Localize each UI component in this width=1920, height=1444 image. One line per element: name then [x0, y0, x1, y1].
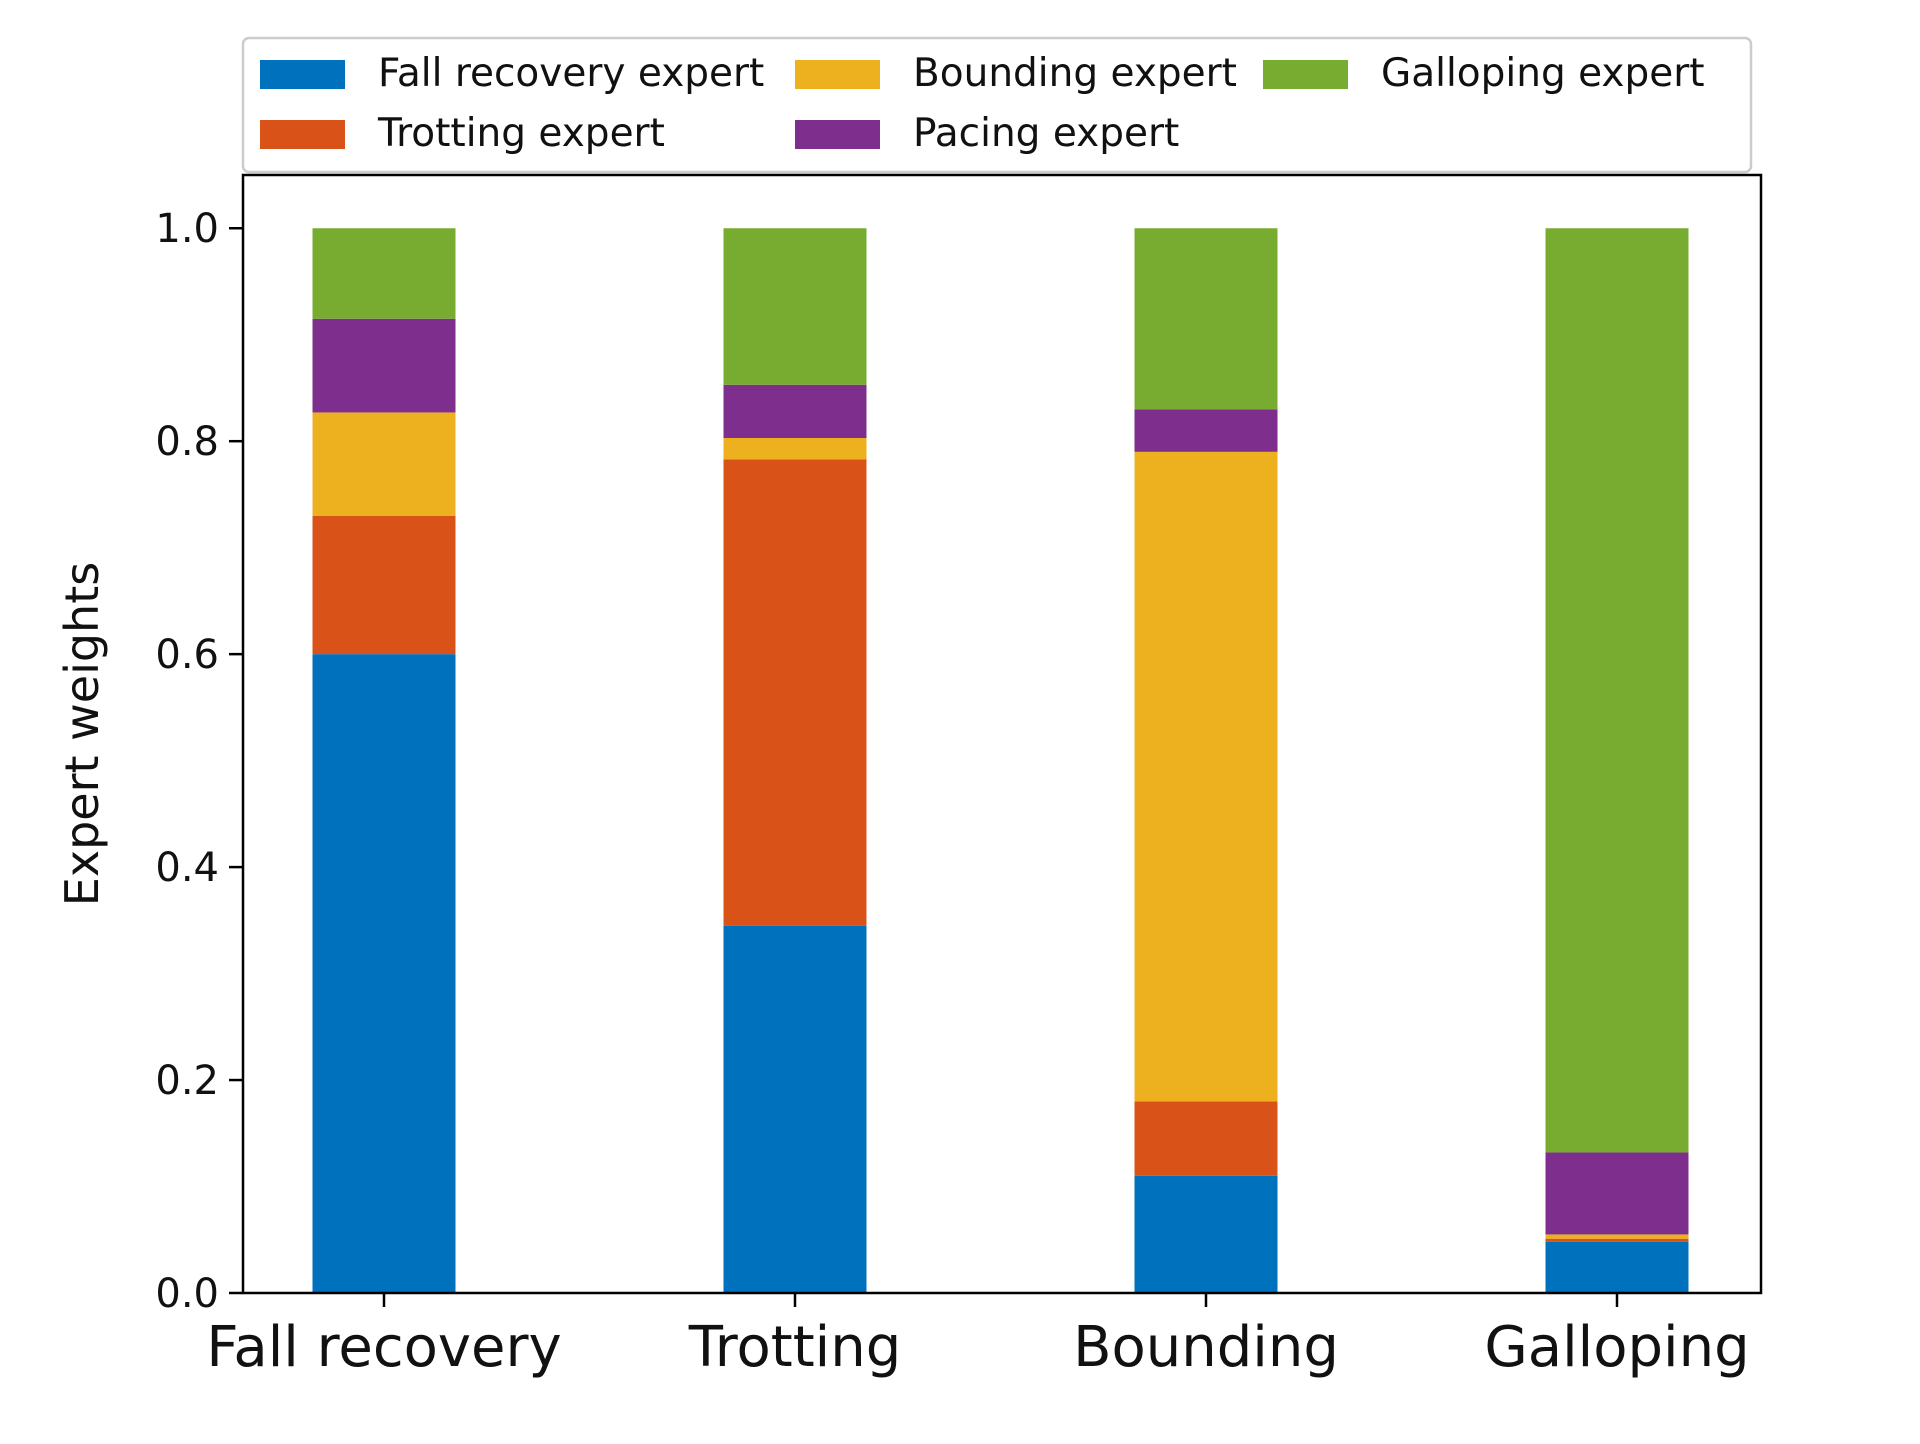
y-axis: 0.0 0.2 0.4 0.6 0.8 1.0 [155, 206, 243, 1317]
y-axis-label: Expert weights [55, 562, 109, 906]
bar-segment [723, 925, 867, 1293]
bar-segment [1545, 228, 1689, 1153]
y-tick-label: 0.0 [155, 1271, 219, 1317]
bar-segment [1545, 1152, 1689, 1235]
bar-segment [312, 654, 456, 1293]
legend-label: Trotting expert [377, 111, 665, 156]
bar-segment [723, 437, 867, 460]
bar-segment [1134, 1175, 1278, 1293]
y-tick-label: 0.8 [155, 419, 219, 465]
bar-segment [312, 515, 456, 655]
bar-segment [312, 318, 456, 413]
bar-segment [723, 384, 867, 438]
legend-frame [241, 36, 1753, 174]
x-tick-label: Fall recovery [206, 1315, 561, 1380]
bar-segment [1134, 451, 1278, 1102]
legend-label: Fall recovery expert [378, 51, 764, 96]
y-tick-label: 1.0 [155, 206, 219, 252]
bar-segment [1134, 409, 1278, 452]
y-tick-label: 0.2 [155, 1058, 219, 1104]
legend-swatch [795, 60, 880, 89]
bar-segment [1545, 1238, 1689, 1242]
bar-segment [1545, 1241, 1689, 1293]
legend-swatch [795, 120, 880, 149]
legend-swatch [260, 60, 345, 89]
bar-segment [312, 412, 456, 516]
legend-label: Galloping expert [1381, 51, 1705, 96]
x-tick-label: Galloping [1484, 1315, 1749, 1380]
x-tick-label: Trotting [688, 1315, 902, 1380]
bar-segment [1134, 228, 1278, 410]
bar-segment [723, 459, 867, 926]
y-tick-label: 0.4 [155, 845, 219, 891]
x-axis: Fall recovery Trotting Bounding Galloping [206, 1293, 1750, 1380]
bar-segment [312, 228, 456, 319]
legend-label: Bounding expert [913, 51, 1237, 96]
axes-frame [241, 173, 1763, 1295]
x-tick-label: Bounding [1073, 1315, 1339, 1380]
legend-label: Pacing expert [913, 111, 1179, 156]
bar-segment [1545, 1234, 1689, 1239]
legend-swatch [1263, 60, 1348, 89]
bar-segment [723, 228, 867, 385]
bars-layer [312, 228, 1689, 1293]
bar-segment [1134, 1101, 1278, 1176]
y-tick-label: 0.6 [155, 632, 219, 678]
legend-swatch [260, 120, 345, 149]
